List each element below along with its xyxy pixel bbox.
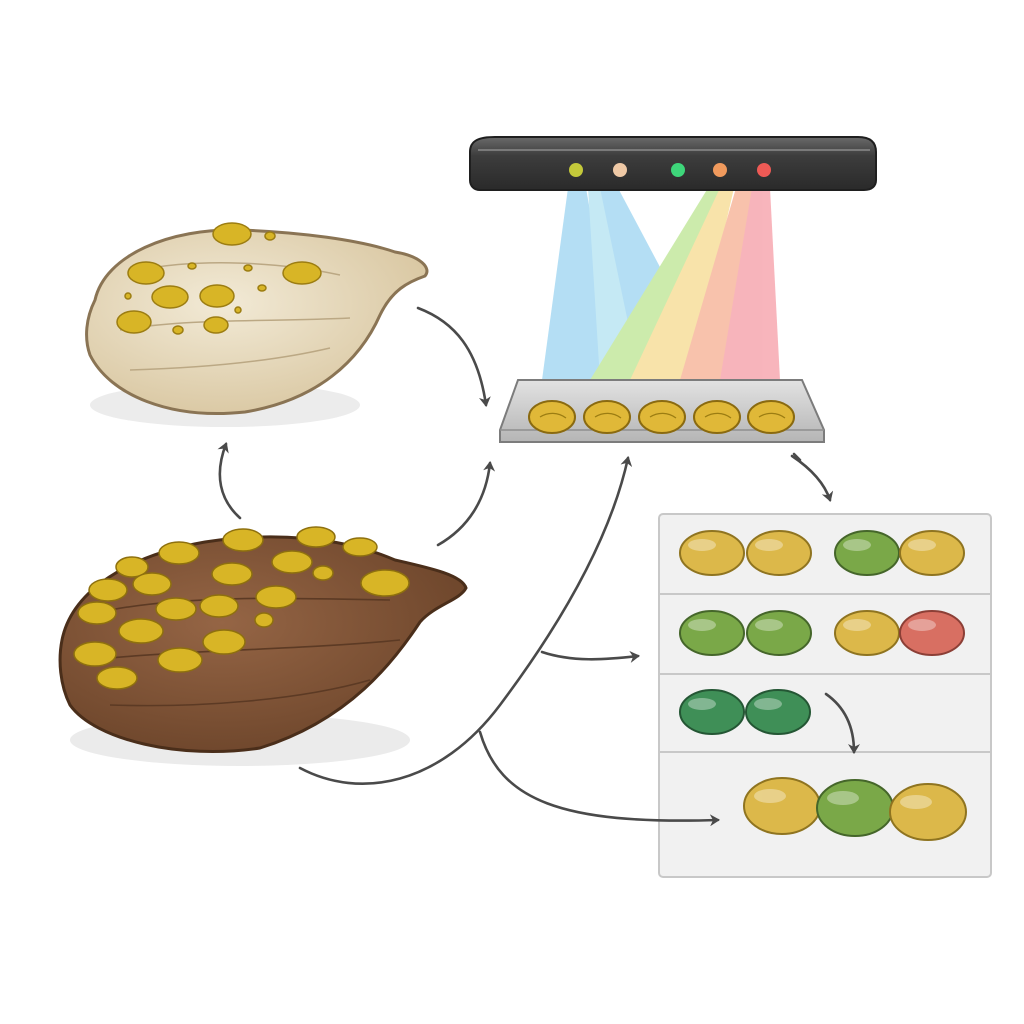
arrow-scanner-to-panel — [790, 454, 834, 502]
dark-seed-texture-line — [89, 639, 401, 661]
panel-row-4 — [743, 777, 967, 841]
indicator-light — [569, 163, 583, 177]
grain-yellow — [889, 783, 967, 841]
indicator-light — [613, 163, 627, 177]
dark-seed-spots — [73, 526, 410, 690]
grain-green — [746, 610, 812, 656]
arrow-to-panel-row-4 — [478, 730, 720, 827]
indicator-light — [713, 163, 727, 177]
tray-seed — [528, 400, 576, 434]
arrow-dark-to-light-seed — [217, 442, 242, 520]
flow-arrows — [217, 306, 860, 827]
tray-seed — [693, 400, 741, 434]
arrow-scanner-to-panel-tail — [792, 452, 802, 462]
scanner-tray — [499, 379, 825, 443]
grain-green — [816, 779, 894, 837]
arrow-row-3-to-row-4 — [824, 692, 860, 754]
grain-red — [899, 610, 965, 656]
arrow-dark-seed-to-scanner-long — [298, 456, 633, 785]
scanner-beams — [542, 188, 780, 380]
sorting-panel — [658, 513, 992, 878]
dark-seed — [58, 526, 468, 766]
scanner-bar — [469, 136, 877, 191]
tray-seed — [638, 400, 686, 434]
grain-yellow — [899, 530, 965, 576]
sorting-panel-frame — [658, 513, 992, 878]
indicator-lights — [569, 163, 771, 177]
grain-highlights — [688, 539, 936, 809]
panel-row-3 — [679, 689, 811, 735]
grain-green — [834, 530, 900, 576]
dark-seed-texture-line — [109, 679, 371, 707]
indicator-light — [671, 163, 685, 177]
grain-green — [679, 610, 745, 656]
arrow-to-panel-row-2 — [540, 650, 640, 663]
panel-row-2 — [679, 610, 965, 656]
spectral-scanner — [469, 136, 877, 443]
light-seed-spots — [116, 222, 322, 335]
grain-yellow — [743, 777, 821, 835]
panel-row-1 — [679, 530, 965, 576]
tray-seed — [747, 400, 795, 434]
arrow-light-seed-to-scanner — [416, 306, 491, 407]
grain-yellow — [746, 530, 812, 576]
dark-seed-texture-line — [109, 597, 391, 611]
grain-yellow — [679, 530, 745, 576]
grain-dark-green — [679, 689, 745, 735]
tray-seeds — [528, 400, 795, 434]
light-seed — [85, 222, 429, 427]
tray-seed — [583, 400, 631, 434]
arrow-dark-seed-to-scanner — [436, 461, 496, 547]
light-seed-texture-line — [129, 347, 331, 371]
grain-dark-green — [745, 689, 811, 735]
indicator-light — [757, 163, 771, 177]
grain-yellow — [834, 610, 900, 656]
